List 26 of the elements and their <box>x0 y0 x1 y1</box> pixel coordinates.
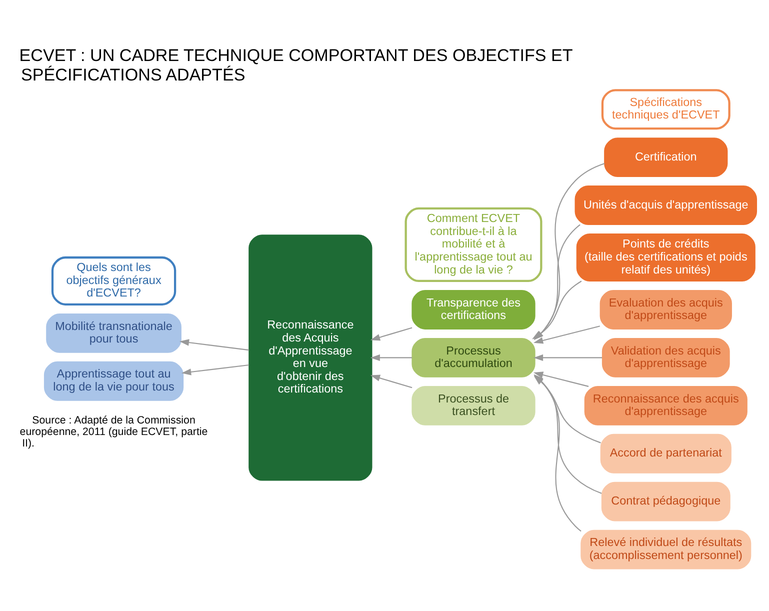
node-box: Evaluation des acquis d'apprentissage <box>600 290 732 329</box>
node-box: Certification <box>604 137 728 177</box>
node-box: Apprentissage tout au long de la vie pour tous <box>44 360 184 400</box>
node-box: Accord de partenariat <box>600 433 732 473</box>
arrow <box>179 338 249 350</box>
node-box: Reconnaissance des acquis d'apprentissage <box>584 385 748 425</box>
arrow <box>370 354 412 361</box>
node-box: Points de crédits (taille des certifications et poids relatif des unités) <box>576 233 756 281</box>
node-box: Unités d'acquis d'apprentissage <box>574 185 758 224</box>
arrow <box>370 374 412 388</box>
node-box: Spécifications techniques d'ECVET <box>601 88 730 130</box>
node-box: Validation des acquis d'apprentissage <box>602 337 730 377</box>
arrow <box>370 326 412 340</box>
node-box: Transparence des certifications <box>412 290 536 329</box>
diagram-title: ECVET : UN CADRE TECHNIQUE COMPORTANT DES OBJECTIFS ET SPÉCIFICATIONS ADAPTÉS <box>19 46 573 84</box>
caption: Source : Adapté de la Commission européenne, 2011 (guide ECVET, partie II). <box>20 414 208 450</box>
node-box: Contrat pédagogique <box>601 481 730 521</box>
node-box: Processus de transfert <box>412 385 536 425</box>
node-box: Comment ECVET contribue-t-il à la mobilité et à l'apprentissage tout au long de la vie ? <box>404 206 542 282</box>
node-box: Mobilité transnationale pour tous <box>46 312 182 352</box>
node-box: Reconnaissance des Acquis d'Apprentissage en vue d'obtenir des certifications <box>248 234 372 480</box>
node-box: Quels sont les objectifs généraux d'ECVET? <box>51 256 176 305</box>
arrow <box>533 354 602 361</box>
node-box: Relevé individuel de résultats (accomplissement personnel) <box>580 529 752 569</box>
arrow <box>181 364 249 375</box>
node-box: Processus d'accumulation <box>412 337 536 377</box>
